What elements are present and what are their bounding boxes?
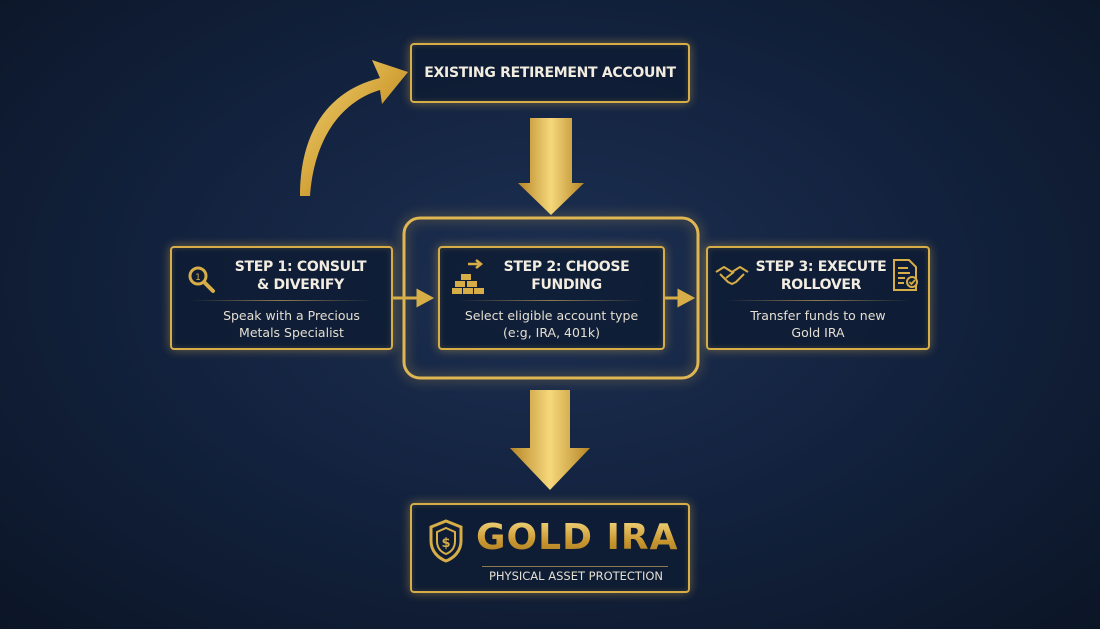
gold-ira-title: GOLD IRA: [476, 517, 679, 558]
svg-text:1: 1: [195, 273, 201, 283]
step-1-desc-line2: Metals Specialist: [239, 325, 344, 340]
step-1-title-line1: STEP 1: CONSULT: [234, 259, 367, 275]
arrow-step1-to-step2: [393, 288, 435, 308]
step-2-title-line2: FUNDING: [531, 277, 602, 293]
step-1-desc-line1: Speak with a Precious: [223, 308, 360, 323]
arrow-step2-to-step3: [665, 288, 696, 308]
divider: [458, 300, 645, 301]
step-3-title-line1: STEP 3: EXECUTE: [755, 259, 887, 275]
down-arrow-bottom: [510, 390, 590, 490]
divider: [726, 300, 910, 301]
step-1-title-line2: & DIVERIFY: [256, 277, 344, 293]
gold-ira-subtitle: PHYSICAL ASSET PROTECTION: [488, 569, 664, 583]
handshake-icon: [715, 266, 749, 285]
magnifier-icon: 1: [188, 266, 215, 293]
existing-account-label: EXISTING RETIREMENT ACCOUNT: [424, 65, 676, 81]
divider: [190, 300, 373, 301]
shield-dollar-icon: $: [429, 519, 463, 563]
down-arrow-top: [518, 118, 584, 215]
document-check-icon: [893, 259, 918, 291]
step-2-box: STEP 2: CHOOSE FUNDING Select eligible a…: [438, 246, 665, 350]
step-3-title-line2: ROLLOVER: [780, 277, 862, 293]
step-3-box: STEP 3: EXECUTE ROLLOVER Transfer funds …: [706, 246, 930, 350]
step-1-box: 1 STEP 1: CONSULT & DIVERIFY Speak with …: [170, 246, 393, 350]
curved-arrow: [300, 60, 408, 196]
gold-ira-box: $ GOLD IRA PHYSICAL ASSET PROTECTION: [410, 503, 690, 593]
step-2-title-line1: STEP 2: CHOOSE: [503, 259, 630, 275]
step-2-desc-line1: Select eligible account type: [464, 308, 639, 323]
step-3-desc-line1: Transfer funds to new: [750, 308, 886, 323]
step-3-desc-line2: Gold IRA: [791, 325, 845, 340]
gold-bars-icon: [452, 259, 484, 294]
existing-retirement-account-box: EXISTING RETIREMENT ACCOUNT: [410, 43, 690, 103]
step-2-desc-line2: (e:g, IRA, 401k): [503, 325, 600, 340]
svg-text:$: $: [441, 536, 450, 551]
divider: [482, 566, 668, 567]
